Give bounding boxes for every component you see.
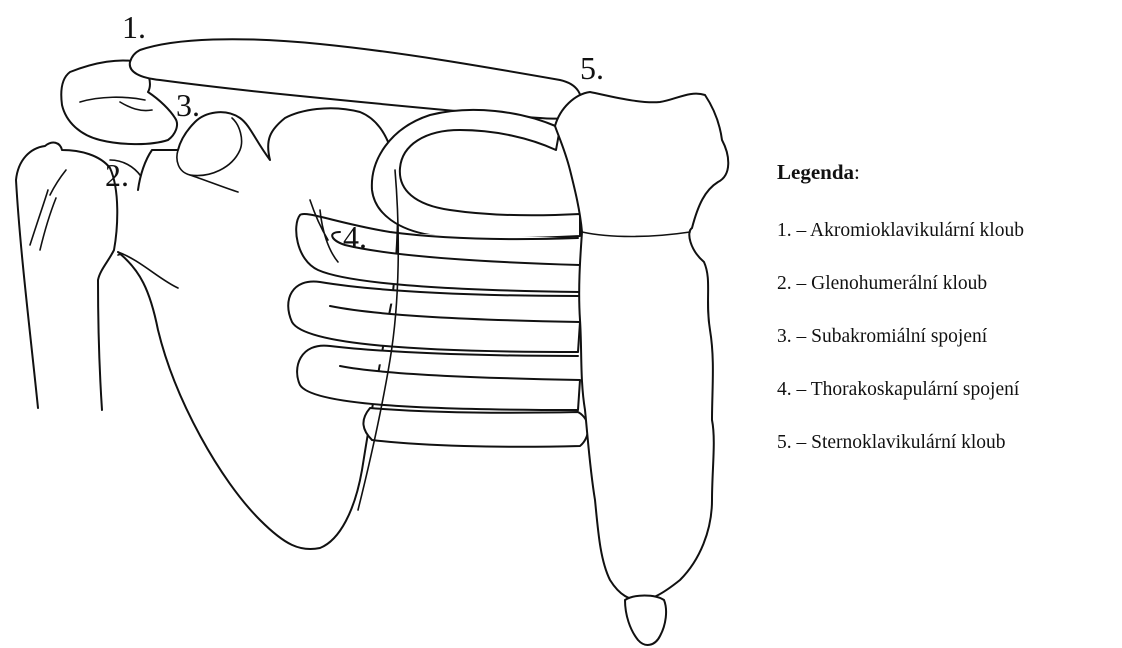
legend-item-1: 1. – Akromioklavikulární kloub [777, 219, 1117, 242]
rib-1 [372, 110, 580, 238]
label-4: 4. [343, 219, 367, 255]
label-1: 1. [122, 9, 146, 45]
humerus [16, 143, 117, 410]
sternum [555, 92, 728, 600]
rib-5 [363, 408, 588, 447]
legend: Legenda: 1. – Akromioklavikulární kloub … [777, 160, 1117, 484]
legend-title-text: Legenda [777, 160, 854, 184]
shoulder-diagram: 1. 2. 3. 4. 5. [0, 0, 760, 648]
label-5: 5. [580, 50, 604, 86]
legend-item-5: 5. – Sternoklavikulární kloub [777, 431, 1117, 454]
label-2: 2. [105, 157, 129, 193]
legend-title-colon: : [854, 160, 860, 184]
label-3: 3. [176, 87, 200, 123]
xiphoid [625, 596, 666, 645]
legend-item-4: 4. – Thorakoskapulární spojení [777, 378, 1117, 401]
legend-title: Legenda: [777, 160, 1117, 185]
rib-4 [297, 346, 580, 410]
legend-item-2: 2. – Glenohumerální kloub [777, 272, 1117, 295]
legend-item-3: 3. – Subakromiální spojení [777, 325, 1117, 348]
